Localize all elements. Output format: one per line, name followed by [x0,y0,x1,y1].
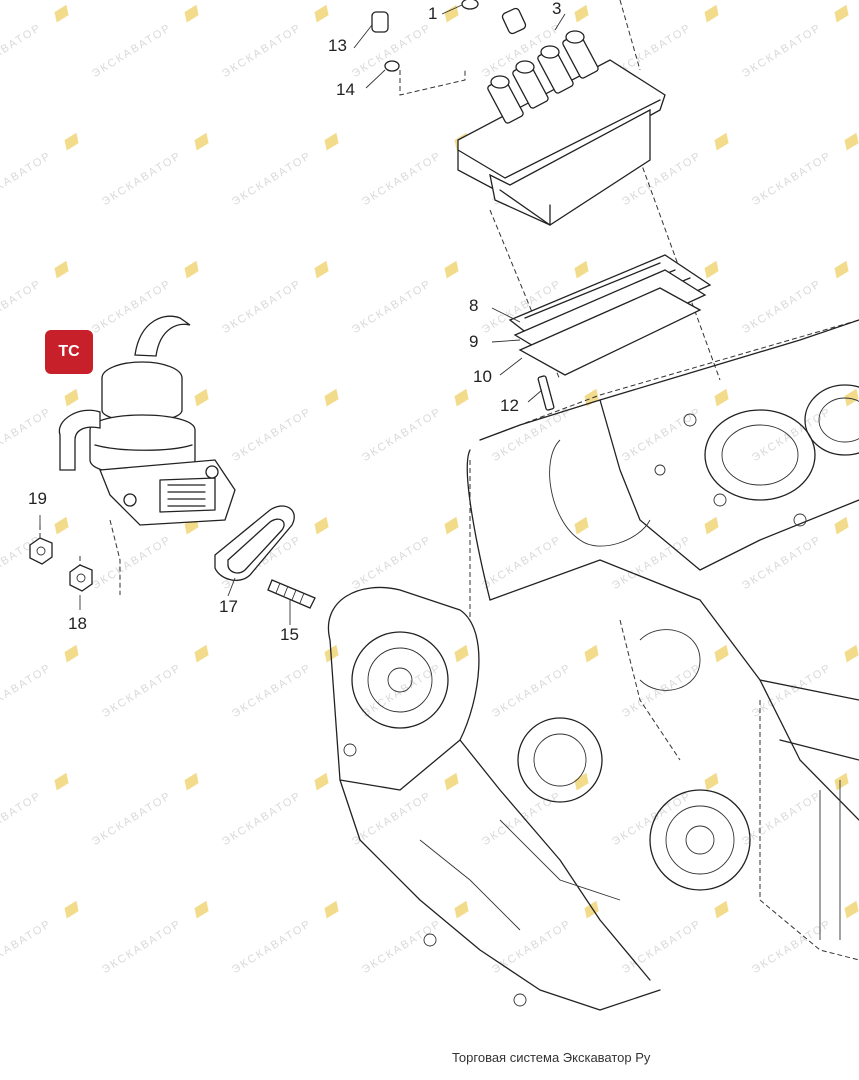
footer-caption: Торговая система Экскаватор Ру [452,1050,651,1065]
cap-part-13 [371,11,389,33]
nuts-18-19 [29,519,121,595]
delivery-valves [487,30,599,124]
stud-part-15 [267,579,316,609]
injection-pump [371,0,721,381]
leader-lines [39,4,566,625]
washer-part-14 [384,60,400,72]
callout-1: 1 [428,4,438,23]
callout-13: 13 [328,36,347,55]
callout-9: 9 [469,332,479,351]
gasket-part-17 [214,505,295,581]
callout-10: 10 [473,367,492,386]
callout-17: 17 [219,597,238,616]
callout-14: 14 [336,80,355,99]
brand-badge: ТС [45,330,93,374]
gasket-stack [508,254,712,376]
callout-18: 18 [68,614,87,633]
callout-15: 15 [280,625,299,644]
callout-12: 12 [500,396,519,415]
engine-block [327,319,859,1011]
callout-8: 8 [469,296,479,315]
stud-part-12 [537,375,555,411]
callout-3: 3 [552,0,562,18]
callout-19: 19 [28,489,47,508]
fuel-feed-pump [58,315,236,526]
